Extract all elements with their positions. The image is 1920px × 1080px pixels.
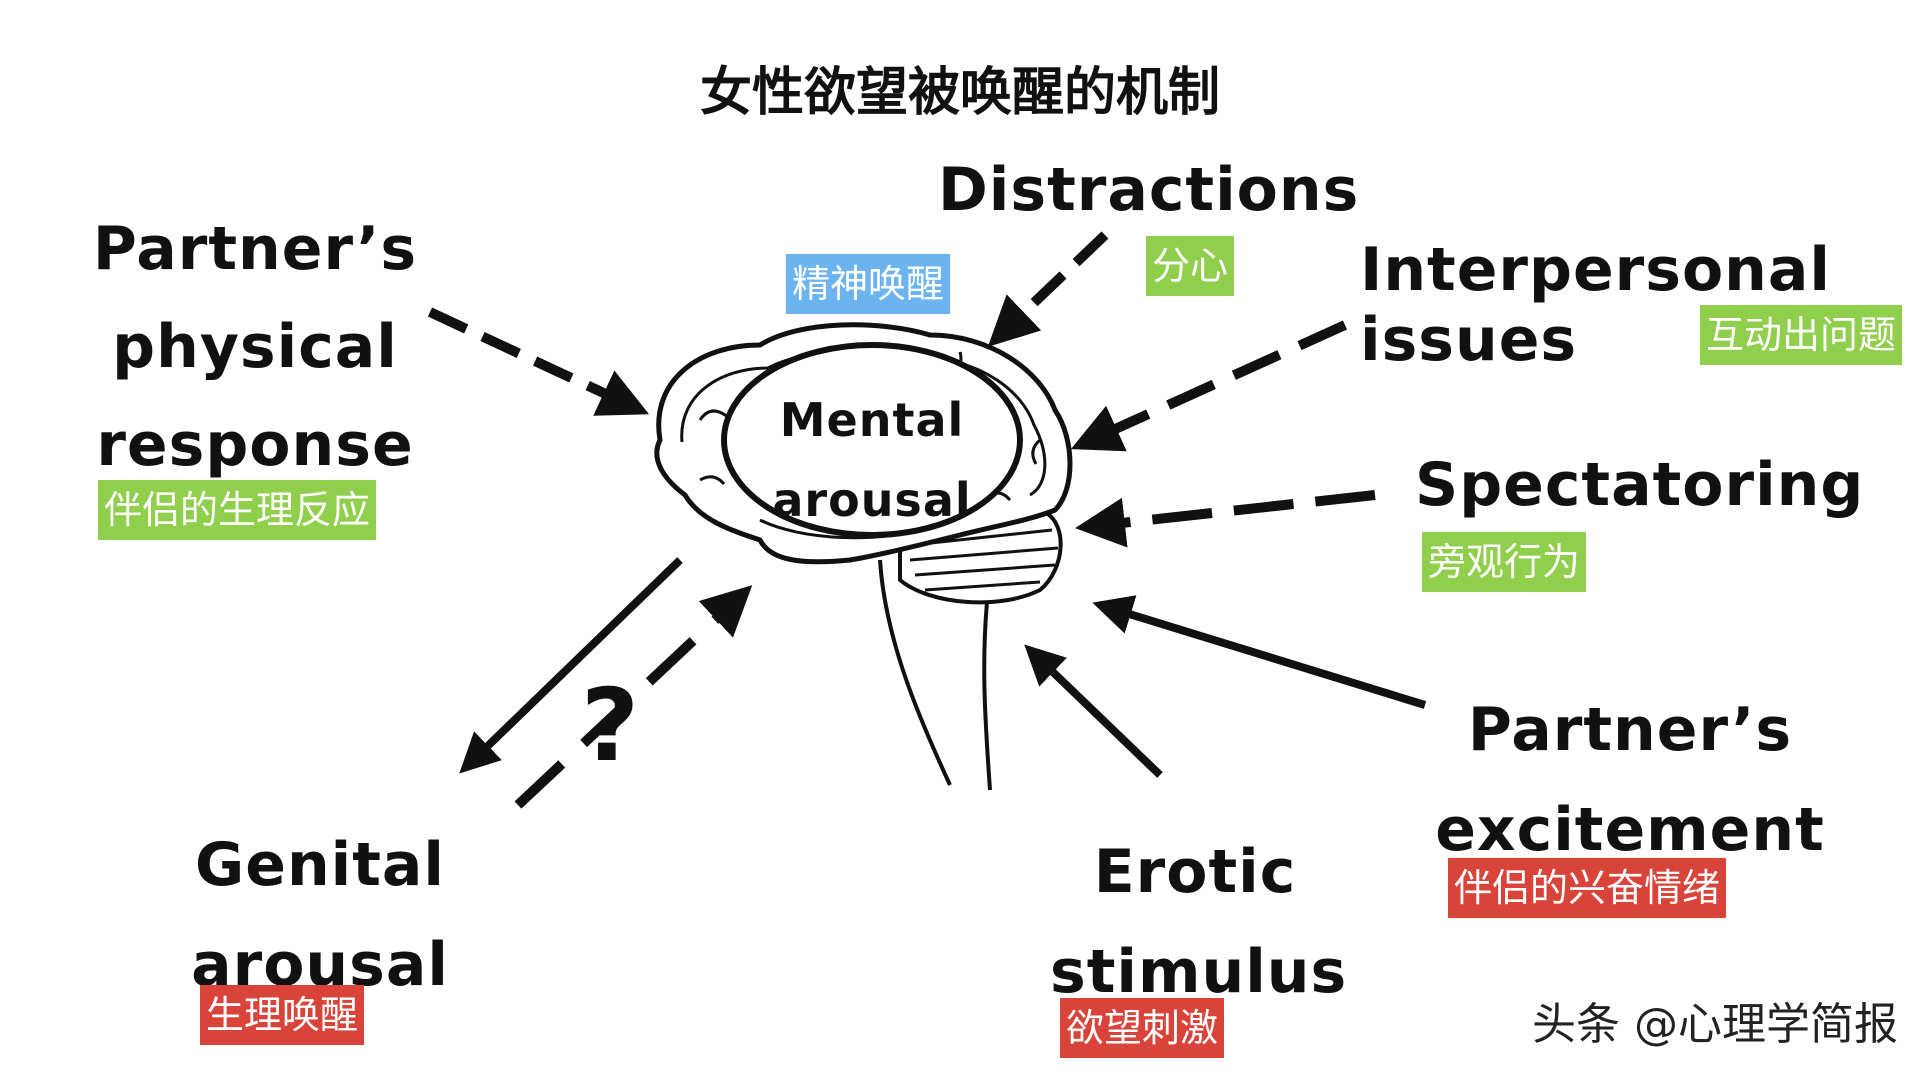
partner-excitement-label: Partner’s excitement	[1435, 695, 1825, 865]
spectatoring-label: Spectatoring	[1415, 450, 1865, 520]
partner-physical-label: Partner’s physical response	[92, 214, 418, 480]
arrow-genital-in	[514, 585, 753, 809]
arrow-genital-out	[459, 557, 683, 774]
arrow-erotic	[1024, 644, 1163, 778]
arrow-partner-physical	[427, 307, 650, 416]
diagram-title: 女性欲望被唤醒的机制	[699, 63, 1220, 123]
mental-arousal-label: Mental arousal	[772, 393, 972, 527]
arrow-interpersonal	[1070, 320, 1348, 452]
interpersonal-label: Interpersonal issues	[1360, 235, 1831, 375]
distractions-label: Distractions	[938, 155, 1360, 225]
partner-excitement-tag: 伴侣的兴奋情绪	[1448, 858, 1727, 918]
question-mark: ?	[581, 667, 639, 784]
partner-physical-tag: 伴侣的生理反应	[98, 480, 377, 540]
genital-arousal-tag: 生理唤醒	[200, 985, 365, 1045]
arrow-spectatoring	[1075, 490, 1376, 548]
spectatoring-tag: 旁观行为	[1422, 532, 1587, 592]
arrow-distractions	[987, 231, 1109, 347]
erotic-stimulus-tag: 欲望刺激	[1060, 998, 1225, 1058]
watermark: 头条 @心理学简报	[1532, 999, 1898, 1050]
distractions-tag: 分心	[1146, 236, 1235, 296]
interpersonal-tag: 互动出问题	[1700, 305, 1903, 365]
mental-arousal-ellipse	[721, 342, 1023, 538]
erotic-stimulus-label: Erotic stimulus	[1050, 837, 1348, 1007]
arrows	[427, 231, 1427, 809]
mental-arousal-tag: 精神唤醒	[786, 254, 951, 314]
brain-illustration	[654, 322, 1073, 791]
arrow-partner-excitement	[1092, 595, 1427, 709]
